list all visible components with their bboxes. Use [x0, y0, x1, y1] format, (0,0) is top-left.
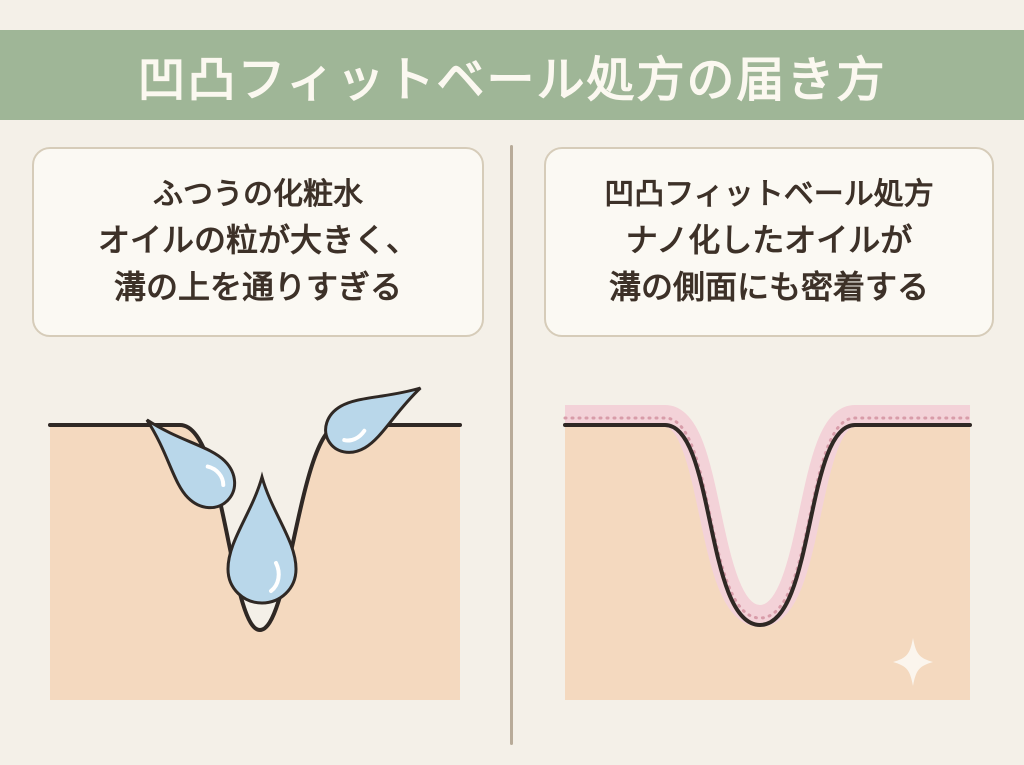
left-caption-heading: ふつうの化粧水: [153, 176, 363, 212]
left-skin-block: [50, 425, 460, 700]
right-skin-block: [565, 425, 970, 700]
right-caption-heading: 凹凸フィットベール処方: [604, 176, 934, 212]
sparkle-icon: [893, 638, 933, 686]
right-caption-line-2: 溝の側面にも密着する: [608, 268, 929, 307]
left-caption-line-1: オイルの粒が大きく、: [97, 221, 418, 260]
left-skin-illustration: [48, 386, 462, 700]
right-skin-illustration: [563, 405, 972, 700]
water-droplet-icon: [324, 386, 422, 454]
right-skin-groove-outline: [563, 423, 972, 628]
left-caption-line-2: 溝の上を通りすぎる: [113, 268, 402, 307]
water-droplet-icon: [145, 418, 237, 510]
right-caption-line-1: ナノ化したオイルが: [625, 221, 913, 260]
left-caption-box: ふつうの化粧水 オイルの粒が大きく、 溝の上を通りすぎる: [32, 147, 484, 337]
panel-divider: [510, 145, 513, 745]
water-droplet-icon: [226, 471, 298, 605]
title-band: 凹凸フィットベール処方の届き方: [0, 30, 1024, 120]
page-title: 凹凸フィットベール処方の届き方: [137, 52, 887, 108]
right-caption-box: 凹凸フィットベール処方 ナノ化したオイルが 溝の側面にも密着する: [544, 147, 994, 337]
